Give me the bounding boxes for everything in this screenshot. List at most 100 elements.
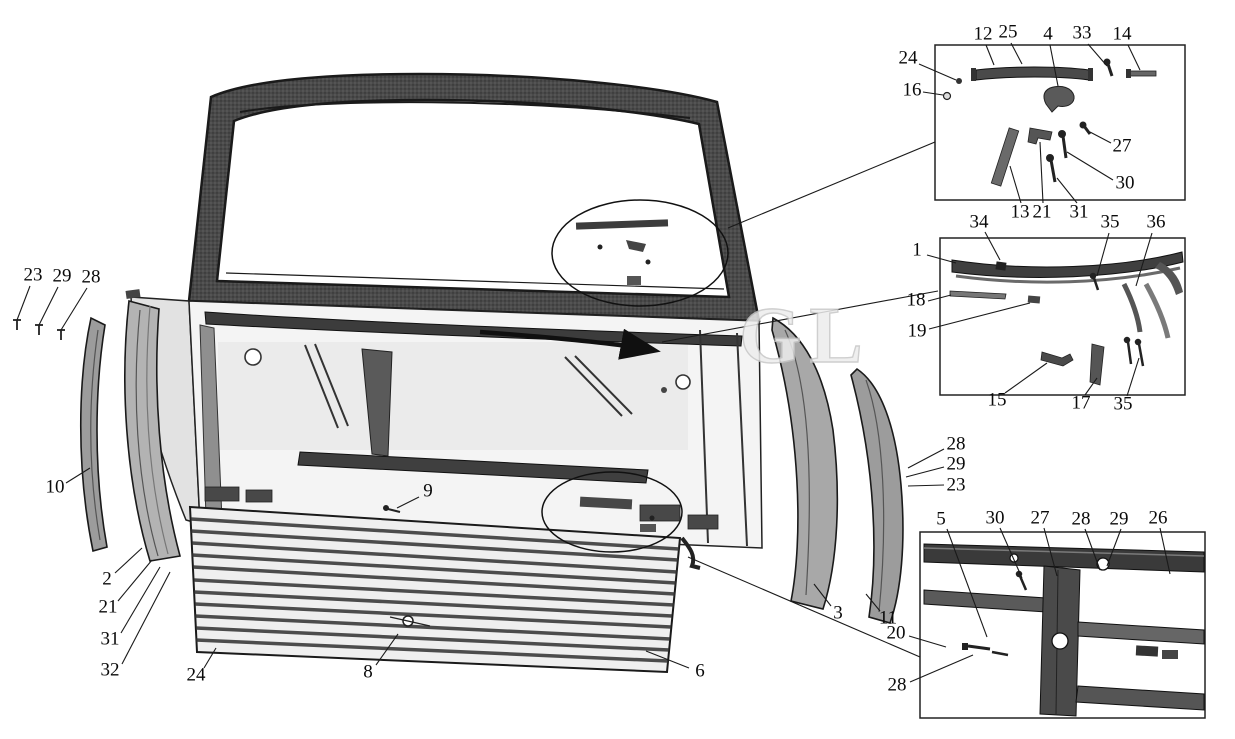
inset-bottom-right <box>919 531 1206 719</box>
left-fastener-pins <box>13 319 65 340</box>
part-label-23: 23 <box>24 264 43 285</box>
leader-line <box>1127 44 1141 71</box>
part-label-9: 9 <box>423 480 433 501</box>
leader-line <box>918 63 957 81</box>
clip-24 <box>956 78 962 84</box>
leader-line <box>1159 527 1171 575</box>
part-label-34: 34 <box>970 211 990 232</box>
front-grille <box>188 505 682 674</box>
leader-line <box>38 286 59 326</box>
leader-line <box>922 91 944 96</box>
bar-end-cap-right <box>1088 68 1093 81</box>
leader-line <box>865 593 881 612</box>
leader-line <box>909 654 974 683</box>
leader-line <box>907 448 945 469</box>
part-label-10: 10 <box>46 476 65 497</box>
leader-line <box>984 231 1001 261</box>
part-label-35: 35 <box>1114 393 1133 414</box>
right-outer-molding-line <box>865 379 885 613</box>
leader-line <box>645 650 690 669</box>
part-label-2: 2 <box>102 568 112 589</box>
leader-line <box>1049 44 1059 87</box>
part-label-21: 21 <box>99 596 118 617</box>
part-label-16: 16 <box>903 79 922 100</box>
inset-middle-right <box>939 237 1186 396</box>
top-rail <box>923 543 1205 573</box>
part-label-23: 23 <box>947 474 966 495</box>
small-fastener-dot <box>661 387 667 393</box>
center-strut <box>361 348 393 457</box>
part-label-18: 18 <box>907 289 926 310</box>
leader-line <box>946 528 988 638</box>
leader-line <box>907 484 945 487</box>
right-inner-molding-line <box>784 329 810 596</box>
leader-line <box>16 285 31 321</box>
leader-line <box>1004 362 1048 394</box>
bracket-26b <box>1162 650 1178 659</box>
leader-line <box>1135 232 1153 287</box>
part-label-14: 14 <box>1113 23 1133 44</box>
part-label-8: 8 <box>363 661 373 682</box>
bolt-30 <box>1058 130 1068 159</box>
grille-outline <box>188 505 682 674</box>
left-outer-molding-10 <box>79 316 108 553</box>
leader-line <box>1009 165 1022 204</box>
leader-line <box>1126 357 1140 397</box>
leader-line <box>1096 232 1110 277</box>
leader-line <box>927 294 952 302</box>
screw-31 <box>1046 154 1057 183</box>
left-inner-molding-line2 <box>146 305 169 555</box>
panel-hole-left <box>244 348 262 366</box>
inset-top-right <box>934 44 1186 201</box>
mid-rail <box>1077 621 1205 645</box>
part-label-6: 6 <box>695 660 705 681</box>
leader-line <box>905 466 945 478</box>
bolt-14 <box>1129 70 1157 77</box>
part-label-17: 17 <box>1072 392 1091 413</box>
callout-strip <box>575 219 669 230</box>
part-label-4: 4 <box>1043 23 1053 44</box>
leader-line <box>1084 528 1101 571</box>
lower-bracket-cluster <box>204 486 719 530</box>
leader-line <box>1087 43 1108 67</box>
leader-line <box>114 547 143 574</box>
windshield-frame <box>187 72 761 323</box>
leader-line <box>908 635 947 648</box>
part-label-11: 11 <box>879 607 897 628</box>
clip-19 <box>1027 295 1041 304</box>
lower-hook <box>680 536 701 570</box>
grille-latch-line <box>389 616 431 627</box>
screw-16 <box>942 91 952 101</box>
strip-36b <box>1143 282 1171 339</box>
part-label-29: 29 <box>53 265 72 286</box>
leader-line <box>985 44 995 66</box>
upper-left-bracket <box>125 289 141 299</box>
bracket-21 <box>1027 127 1053 145</box>
part-label-31: 31 <box>101 628 120 649</box>
leader-line <box>1043 527 1058 577</box>
part-label-24: 24 <box>187 664 207 685</box>
part-label-1: 1 <box>912 239 922 260</box>
connector-line <box>661 290 939 343</box>
bar-end-cap-left <box>971 68 976 81</box>
connector-line <box>727 141 936 229</box>
lower-callout-bar <box>579 496 633 510</box>
rail-hole-a <box>1096 557 1110 571</box>
screw-near-36 <box>1123 336 1133 365</box>
bracket-26a <box>1135 645 1159 657</box>
lower-callout-clip <box>640 524 656 532</box>
screw-35-bottom <box>1134 338 1145 367</box>
leader-line <box>203 647 217 669</box>
wiper-arms <box>304 343 633 429</box>
bolt-14-head <box>1126 69 1131 78</box>
leader-line <box>120 566 161 634</box>
part-label-31: 31 <box>1070 201 1089 222</box>
part-label-12: 12 <box>974 23 993 44</box>
strip-18 <box>949 290 1007 300</box>
leader-line <box>375 633 399 666</box>
screw-27 <box>1079 121 1092 135</box>
part-label-28: 28 <box>888 674 907 695</box>
bolts-20-28 <box>962 643 1009 657</box>
piece-17 <box>1089 343 1105 386</box>
drip-rail-echo <box>955 266 1181 284</box>
